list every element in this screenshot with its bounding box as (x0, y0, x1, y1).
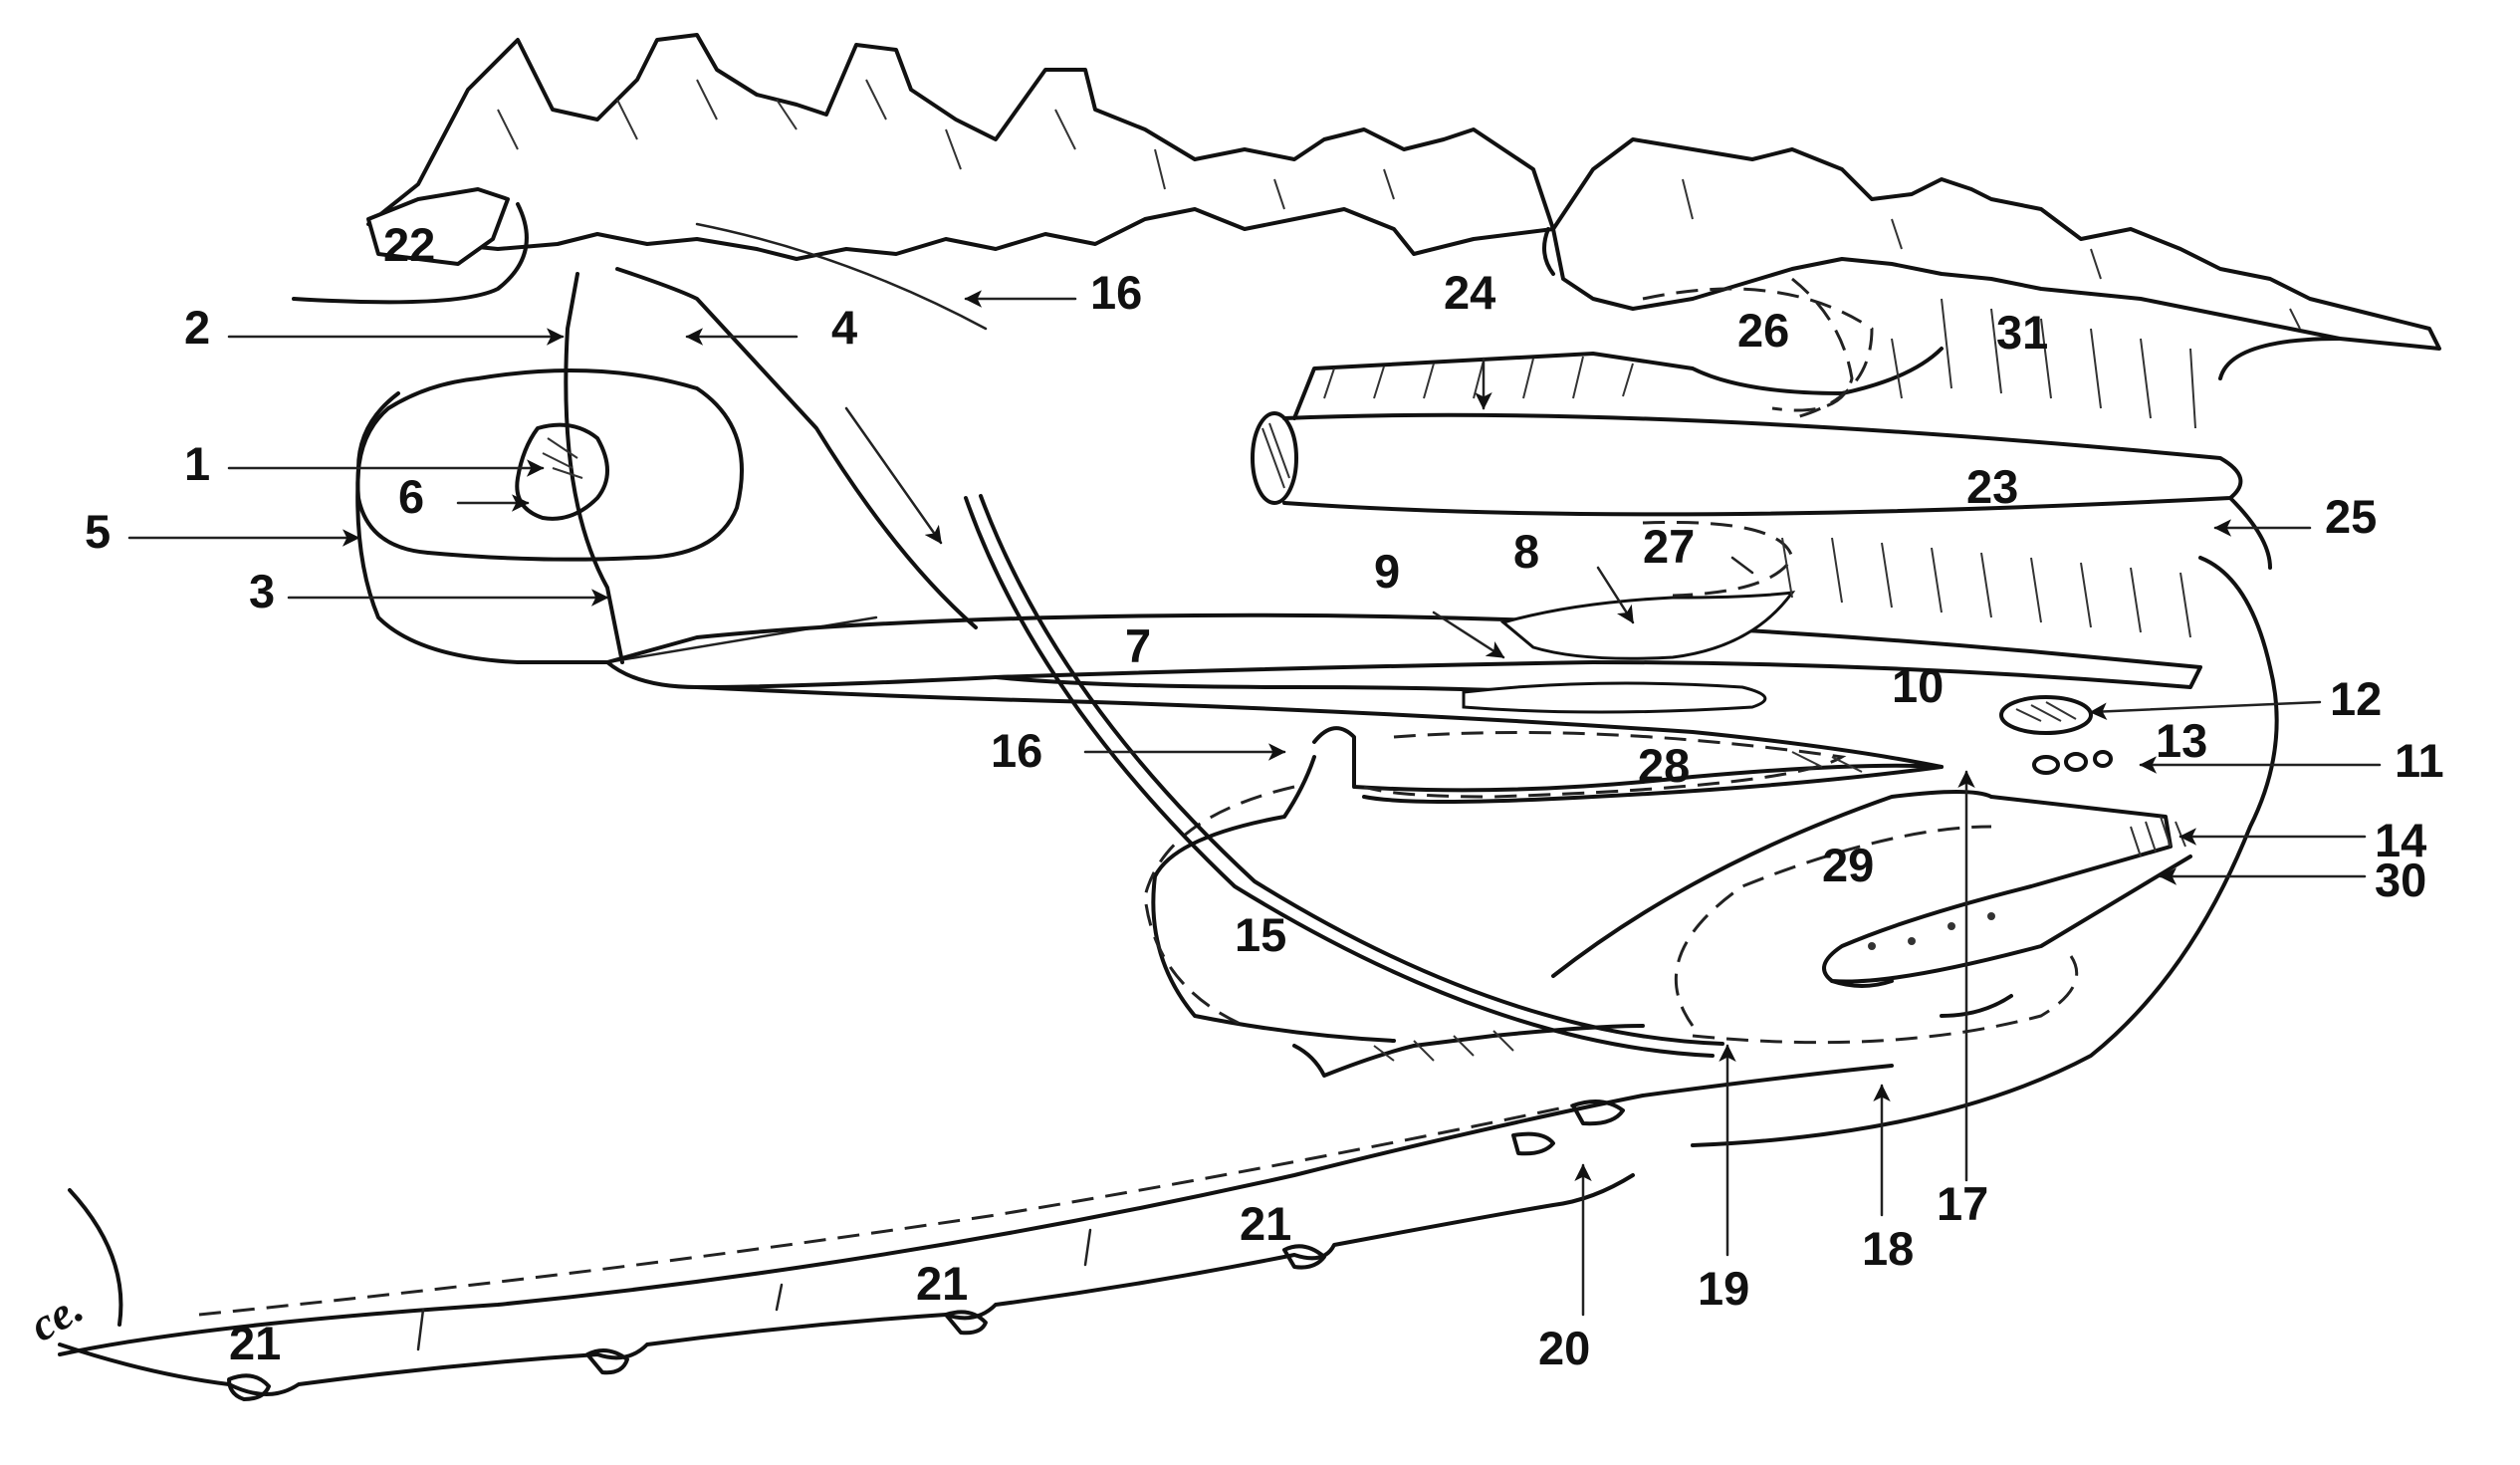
label-26: 26 (1737, 304, 1789, 357)
number-labels: 1 2 3 4 5 6 7 8 9 10 11 12 13 14 15 16 1… (21, 218, 2444, 1374)
label-7: 7 (1125, 619, 1151, 672)
label-15: 15 (1235, 908, 1286, 961)
label-25: 25 (2325, 490, 2377, 543)
label-1: 1 (184, 437, 210, 490)
rectum (1251, 411, 2243, 517)
bladder-15 (1143, 755, 1645, 1078)
label-24: 24 (1444, 266, 1495, 319)
label-20: 20 (1538, 1322, 1590, 1374)
vertebral-column (366, 33, 2441, 351)
label-14: 14 (2375, 814, 2426, 866)
stippled-region-8 (1499, 591, 1796, 660)
label-8: 8 (1513, 525, 1539, 578)
label-31: 31 (1996, 306, 2048, 359)
bladder-28 (1312, 726, 1944, 804)
ventral-wall (58, 1064, 1894, 1401)
label-12: 12 (2330, 672, 2382, 725)
label-21-middle: 21 (916, 1257, 968, 1310)
label-16-upper: 16 (1090, 266, 1142, 319)
structure-11-c (2093, 750, 2113, 768)
label-21-left: 21 (229, 1317, 281, 1369)
stippled-region-lower (1462, 681, 1767, 714)
label-28: 28 (1638, 739, 1690, 792)
label-23: 23 (1966, 460, 2018, 513)
label-10: 10 (1892, 659, 1944, 712)
region-27 (1642, 520, 1794, 598)
label-4: 4 (831, 301, 857, 354)
label-5: 5 (85, 505, 111, 558)
label-21-right: 21 (1240, 1197, 1291, 1250)
vestibule-region (1551, 790, 2192, 1045)
label-30: 30 (2375, 854, 2426, 906)
skull-region (292, 187, 529, 305)
ovary-region (355, 267, 978, 664)
label-3: 3 (249, 565, 275, 617)
perineal-wall (1691, 556, 2279, 1147)
leader-arrows (127, 290, 2382, 1317)
structure-11-a (2032, 755, 2060, 775)
pelvic-tissue (1292, 277, 2342, 570)
label-27: 27 (1643, 520, 1695, 573)
label-6: 6 (398, 470, 424, 523)
label-19: 19 (1698, 1262, 1749, 1315)
label-11: 11 (2395, 734, 2444, 787)
label-22: 22 (383, 218, 435, 271)
long-duct-inner (979, 494, 1724, 1046)
label-29: 29 (1822, 839, 1874, 891)
structure-11-b (2064, 752, 2088, 772)
label-9: 9 (1374, 545, 1400, 598)
uterus-body (605, 612, 2202, 769)
label-17: 17 (1937, 1177, 1988, 1230)
label-2: 2 (184, 301, 210, 354)
label-13: 13 (2156, 714, 2207, 767)
label-ce: ce. (21, 1281, 92, 1350)
long-duct (964, 496, 1715, 1058)
nerve-upper (695, 222, 988, 331)
label-18: 18 (1862, 1222, 1914, 1275)
label-16-lower: 16 (991, 724, 1042, 777)
